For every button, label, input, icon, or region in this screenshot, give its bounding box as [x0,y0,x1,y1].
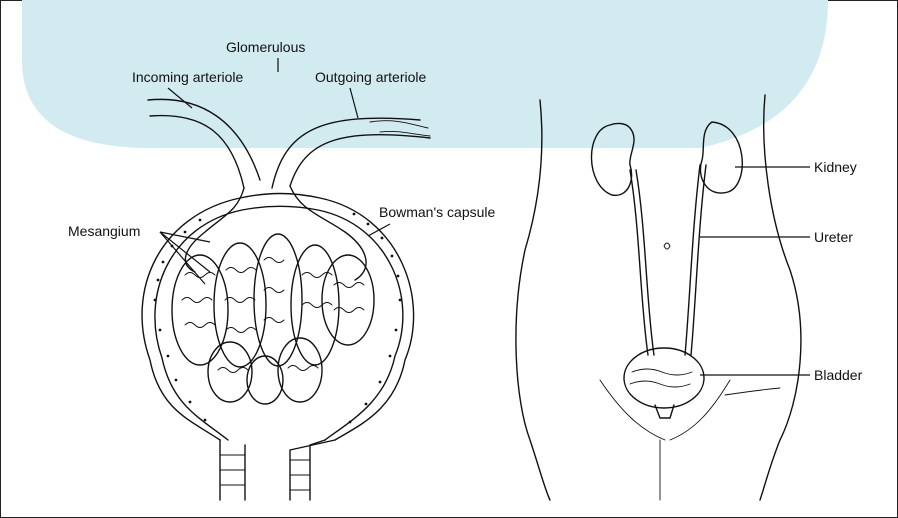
label-glomerulous: Glomerulous [226,39,305,55]
label-kidney: Kidney [814,159,857,175]
label-bladder: Bladder [814,367,863,383]
label-bowmans-capsule: Bowman's capsule [379,204,496,220]
bladder-shape [624,348,704,408]
label-mesangium: Mesangium [68,223,140,239]
capsule-cells [154,213,402,424]
urinary-system-illustration [516,95,801,500]
label-incoming-arteriole: Incoming arteriole [132,69,243,85]
label-outgoing-arteriole: Outgoing arteriole [315,69,427,85]
glomerulus-illustration [142,99,430,500]
label-ureter: Ureter [814,229,853,245]
